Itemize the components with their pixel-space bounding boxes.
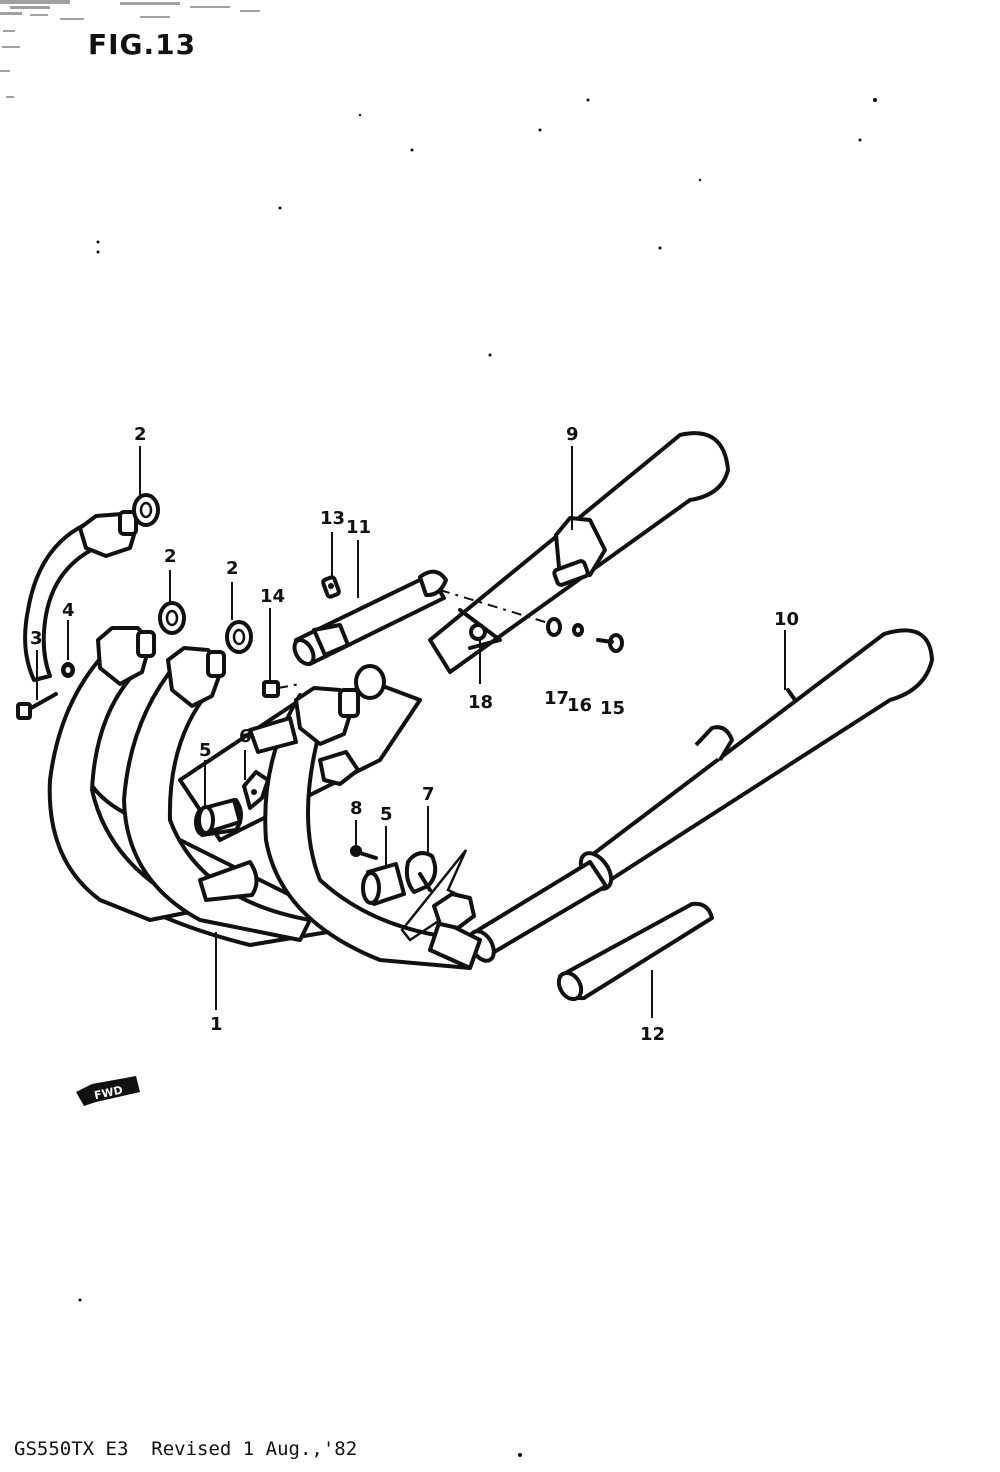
gaskets [132,493,253,654]
callout-2: 2 [226,558,239,579]
callout-labels: 2 2 2 3 4 14 13 11 9 10 18 17 16 15 5 6 … [30,424,799,1045]
outlet-clamp [432,892,476,930]
bolt-15 [596,633,624,653]
callout-14: 14 [260,586,285,607]
callout-1: 1 [210,1014,223,1035]
scan-dust [78,98,877,1457]
clamp-bolt-13 [321,575,341,599]
callout-15: 15 [600,698,625,719]
leader-lines [36,446,786,1018]
header-flanges [78,510,386,786]
callout-3: 3 [30,628,43,649]
callout-4: 4 [62,600,75,621]
callout-10: 10 [774,609,799,630]
washer-17 [546,617,562,637]
assembly-line [439,589,556,626]
callout-7: 7 [422,784,435,805]
bolt-14 [262,680,301,698]
callout-6: 6 [239,726,252,747]
callout-12: 12 [640,1024,665,1045]
muffler-left [428,431,730,674]
forward-arrow-icon: FWD [76,1076,140,1106]
callout-2: 2 [134,424,147,445]
callout-17: 17 [544,688,569,709]
callout-2: 2 [164,546,177,567]
tube-12 [556,901,714,1002]
heat-shield [292,569,502,666]
washer-16 [572,623,584,637]
callout-11: 11 [346,517,371,538]
callout-16: 16 [567,695,592,716]
figure-title: FIG.13 [88,28,197,61]
callout-5: 5 [199,740,212,761]
connector-5-left [197,798,242,835]
nut-4 [61,662,75,678]
connector-pipe-right [468,860,608,963]
connector-5-right [361,862,406,906]
stud-bolt-3 [16,692,58,720]
callout-13: 13 [320,508,345,529]
scan-noise [0,0,260,98]
forward-label: FWD [93,1083,124,1102]
callout-5: 5 [380,804,393,825]
callout-8: 8 [350,798,363,819]
clamp-6 [242,770,270,810]
bolt-8 [350,845,378,860]
callout-9: 9 [566,424,579,445]
muffler-right [578,628,934,891]
callout-18: 18 [468,692,493,713]
footer-revision: GS550TX E3 Revised 1 Aug.,'82 [14,1438,358,1460]
